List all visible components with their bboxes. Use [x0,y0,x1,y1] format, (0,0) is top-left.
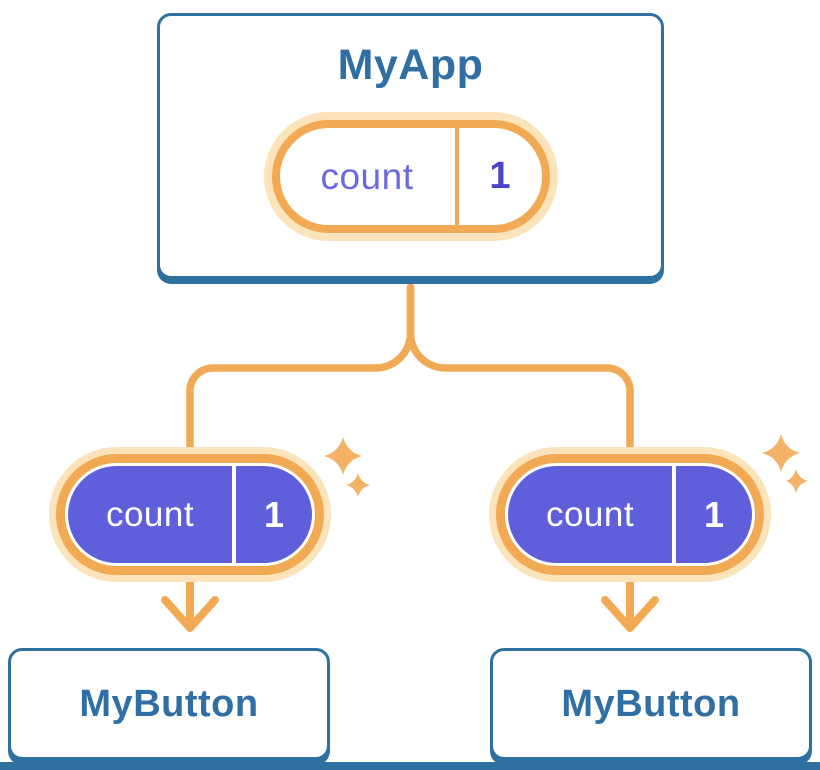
component-card-myapp: MyApp count 1 [157,13,664,279]
bottom-edge-bar [0,762,820,770]
state-pill-child-left: count 1 [65,463,315,566]
state-pill-child-right: count 1 [505,463,755,566]
component-card-mybutton-right: MyButton [490,648,812,760]
connector-branch-right [406,283,634,474]
pill-divider [672,466,676,563]
state-pill-root: count 1 [271,120,550,233]
component-card-mybutton-left: MyButton [8,648,330,760]
sparkle-icon-left [324,437,370,497]
state-value: 1 [489,155,511,197]
state-value: 1 [263,493,285,535]
component-title: MyButton [79,682,259,725]
connector-branch-left [186,283,415,474]
sparkle-icon-right [762,434,808,493]
state-name-label: count [105,494,195,534]
pill-divider [454,128,459,225]
arrow-down-left-head [161,596,219,632]
pill-divider [232,466,236,563]
state-name-label: count [320,155,414,197]
component-title: MyApp [337,41,484,89]
component-title: MyButton [561,682,741,725]
state-value: 1 [703,493,725,535]
state-name-label: count [545,494,635,534]
arrow-down-right-head [601,596,659,632]
